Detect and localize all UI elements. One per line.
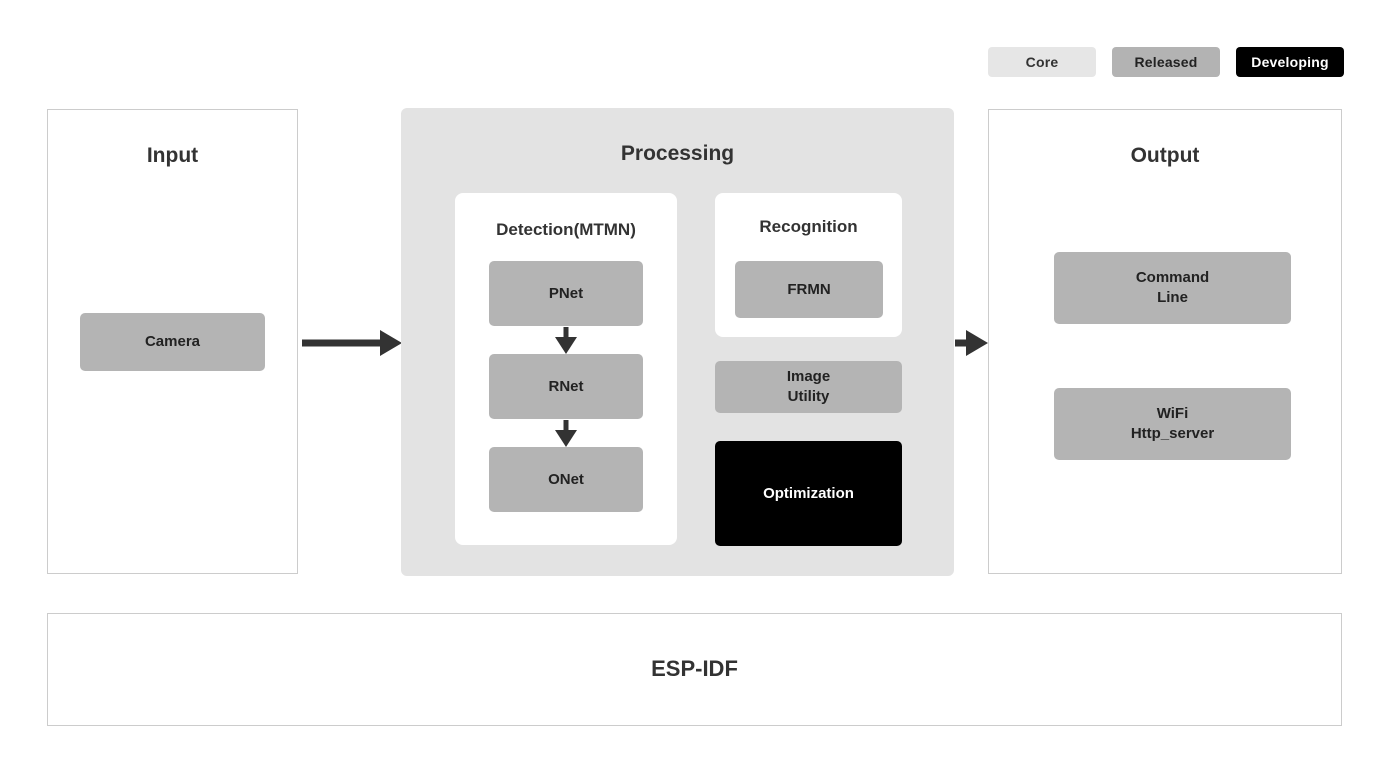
esp-idf-label: ESP-IDF — [651, 656, 738, 681]
panel-esp-idf: ESP-IDF — [47, 613, 1342, 726]
arrow-input-to-processing — [302, 330, 402, 356]
arrow-head — [555, 430, 577, 447]
panel-output-title: Output — [1130, 144, 1200, 167]
arrow-shaft — [955, 339, 971, 347]
arrow-shaft — [563, 420, 569, 432]
box-command-line: Command Line — [1054, 252, 1291, 324]
card-recognition-title: Recognition — [759, 217, 858, 236]
box-image-utility: Image Utility — [715, 361, 902, 413]
arrow-rnet-to-onet — [554, 420, 578, 447]
legend-badge-developing: Developing — [1236, 47, 1344, 77]
box-rnet: RNet — [489, 354, 643, 419]
arrow-shaft — [563, 327, 569, 339]
panel-processing-title: Processing — [620, 142, 735, 165]
panel-output: Output — [988, 109, 1342, 574]
arrow-head — [966, 330, 988, 356]
arrow-processing-to-output — [955, 330, 988, 356]
panel-input-title: Input — [146, 144, 199, 167]
arrow-head — [555, 337, 577, 354]
box-onet: ONet — [489, 447, 643, 512]
card-detection-title: Detection(MTMN) — [496, 220, 636, 239]
box-wifi-http-server: WiFi Http_server — [1054, 388, 1291, 460]
arrow-shaft — [302, 339, 382, 347]
arrow-pnet-to-rnet — [554, 327, 578, 354]
arrow-head — [380, 330, 402, 356]
status-legend: Core Released Developing — [988, 47, 1344, 77]
legend-badge-core: Core — [988, 47, 1096, 77]
legend-badge-released: Released — [1112, 47, 1220, 77]
box-frmn: FRMN — [735, 261, 883, 318]
box-pnet: PNet — [489, 261, 643, 326]
box-optimization: Optimization — [715, 441, 902, 546]
box-camera: Camera — [80, 313, 265, 371]
